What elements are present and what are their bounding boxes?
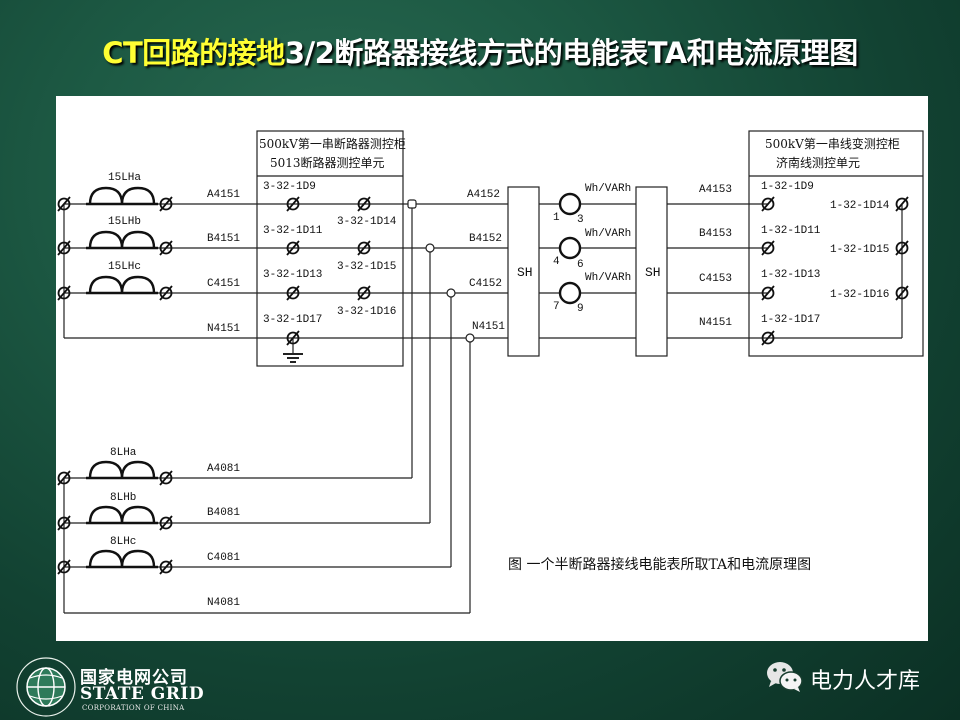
pin-label: 3: [577, 214, 584, 226]
wire-label: A4153: [699, 184, 732, 196]
cabinet-header: 5013断路器测控单元: [270, 155, 385, 170]
meter-label: Wh/VARh: [585, 183, 631, 195]
cabinet-header: 500kV第一串线变测控柜: [765, 136, 900, 151]
state-grid-logo-icon: [16, 657, 76, 717]
wire-label: C4081: [207, 552, 240, 564]
terminal-label: 3-32-1D13: [263, 269, 322, 281]
wechat-account-name: 电力人才库: [810, 669, 921, 694]
terminal-label: 3-32-1D11: [263, 225, 323, 237]
wire-label: C4152: [469, 278, 502, 290]
meter-label: Wh/VARh: [585, 228, 631, 240]
wire-label: A4152: [467, 189, 500, 201]
pin-label: 6: [577, 259, 584, 271]
terminal-label: 3-32-1D9: [263, 181, 316, 193]
sh-label: SH: [645, 265, 661, 280]
ct-label: 15LHb: [108, 216, 141, 228]
terminal-label: 1-32-1D16: [830, 289, 889, 301]
wire-label: B4152: [469, 233, 502, 245]
ct-label: 15LHc: [108, 261, 141, 273]
wire-label: C4151: [207, 278, 240, 290]
wiring-diagram: 15LHa 15LHb 15LHc 8LHa 8LHb 8LHc A4151 B…: [57, 130, 924, 614]
wire-label: A4081: [207, 463, 240, 475]
wire-label: B4081: [207, 507, 240, 519]
wire-label: N4151: [472, 321, 505, 333]
terminal-label: 3-32-1D14: [337, 216, 397, 228]
ct-label: 8LHc: [110, 536, 136, 548]
meter-icon: [558, 281, 582, 305]
diagram-panel: 15LHa 15LHb 15LHc 8LHa 8LHb 8LHc A4151 B…: [56, 96, 928, 641]
terminal-label: 1-32-1D15: [830, 244, 889, 256]
terminal-label: 1-32-1D13: [761, 269, 820, 281]
wire-label: B4153: [699, 228, 732, 240]
cabinet-header: 500kV第一串断路器测控柜: [259, 136, 406, 151]
wire-label: N4081: [207, 597, 240, 609]
ct-label: 8LHb: [110, 492, 136, 504]
pin-label: 7: [553, 301, 560, 313]
slide-title: CT回路的接地3/2断路器接线方式的电能表TA和电流原理图: [0, 30, 960, 72]
wire-label: A4151: [207, 189, 240, 201]
terminal-label: 3-32-1D17: [263, 314, 322, 326]
company-subtitle: CORPORATION OF CHINA: [82, 704, 185, 712]
company-name-cn: 国家电网公司: [80, 668, 188, 688]
sh-label: SH: [517, 265, 533, 280]
wire-label: C4153: [699, 273, 732, 285]
terminal-label: 3-32-1D16: [337, 306, 396, 318]
terminal-label: 1-32-1D17: [761, 314, 820, 326]
pin-label: 1: [553, 212, 560, 224]
cabinet-header: 济南线测控单元: [776, 155, 860, 170]
meter-icon: [558, 236, 582, 260]
ct-label: 8LHa: [110, 447, 137, 459]
title-highlight: CT回路的接地: [102, 36, 285, 70]
wechat-icon: [767, 662, 803, 692]
meter-label: Wh/VARh: [585, 272, 631, 284]
pin-label: 4: [553, 256, 560, 268]
wire-label: N4151: [699, 317, 732, 329]
ct-label: 15LHa: [108, 172, 141, 184]
terminal-label: 1-32-1D11: [761, 225, 821, 237]
wire-label: B4151: [207, 233, 240, 245]
terminal-label: 1-32-1D14: [830, 200, 890, 212]
title-rest: 3/2断路器接线方式的电能表TA和电流原理图: [284, 36, 858, 70]
figure-caption: 图 一个半断路器接线电能表所取TA和电流原理图: [508, 557, 812, 573]
terminal-label: 3-32-1D15: [337, 261, 396, 273]
meter-icon: [558, 192, 582, 216]
terminal-label: 1-32-1D9: [761, 181, 814, 193]
wire-label: N4151: [207, 323, 240, 335]
pin-label: 9: [577, 303, 584, 315]
company-name-en: STATE GRID: [80, 684, 205, 704]
